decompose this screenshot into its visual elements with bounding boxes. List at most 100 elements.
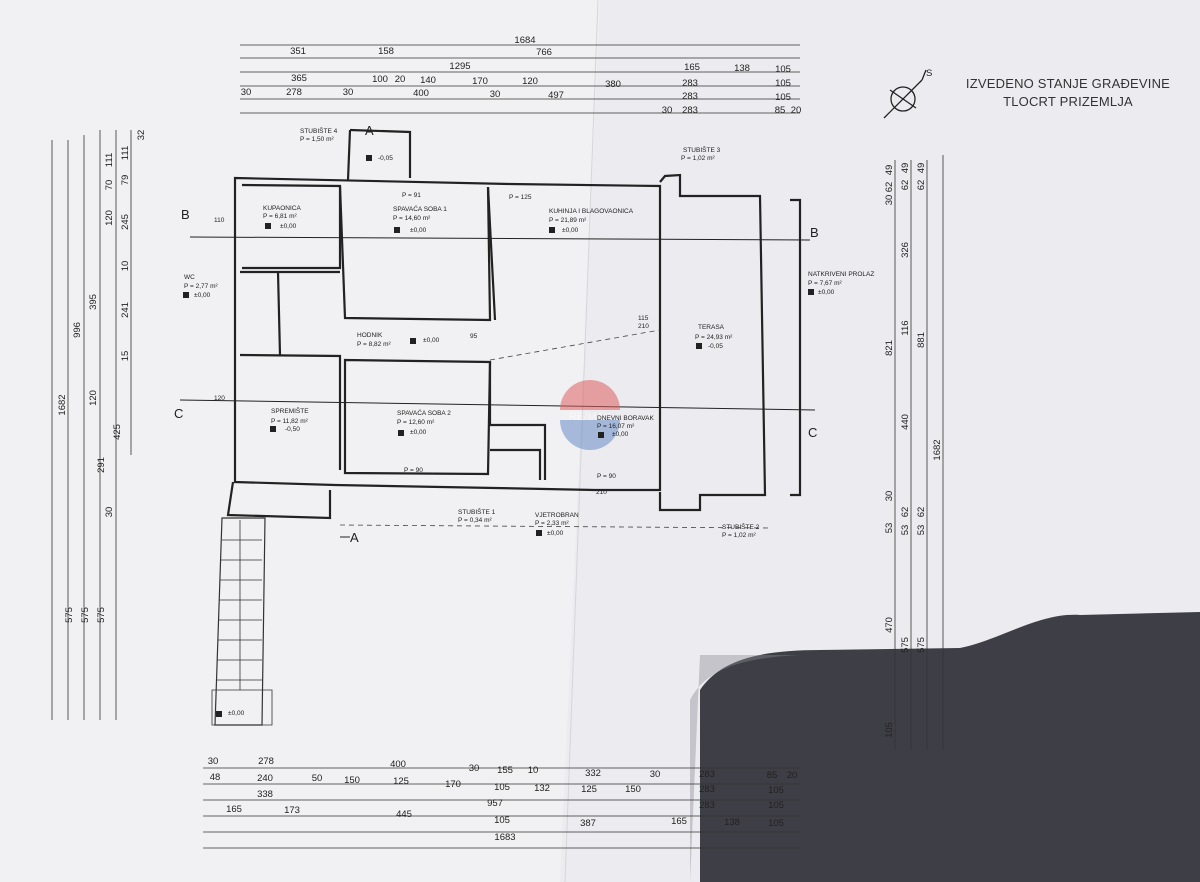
room-name: WC bbox=[184, 274, 195, 281]
dim-left: 575 bbox=[64, 607, 75, 623]
room-label: HODNIK P = 8,82 m² ±0,00 bbox=[357, 332, 440, 348]
dim-top: 365 bbox=[291, 73, 307, 84]
dim-bottom: 132 bbox=[534, 783, 550, 794]
dim-bottom: 30 bbox=[469, 763, 480, 774]
dim-right: 1682 bbox=[932, 439, 943, 460]
dim-left: 32 bbox=[136, 130, 147, 141]
section-label-c-left: C bbox=[174, 406, 183, 421]
dim-right: 881 bbox=[916, 332, 927, 348]
section-label-a-top: A bbox=[365, 123, 374, 138]
opening-label: P = 91 bbox=[402, 192, 421, 199]
dim-bottom: 155 bbox=[497, 765, 513, 776]
room-label: STUBIŠTE 4 P = 1,50 m² -0,05 bbox=[300, 126, 393, 162]
opening-label: P = 125 bbox=[509, 194, 532, 201]
watermark-text: RE/MAX bbox=[569, 411, 612, 423]
dim-bottom: 165 bbox=[671, 816, 687, 827]
dim-bottom: 105 bbox=[494, 815, 510, 826]
dim-right: 821 bbox=[884, 340, 895, 356]
dim-bottom: 283 bbox=[699, 800, 715, 811]
dim-left: 425 bbox=[112, 424, 123, 440]
dim-right: 30 bbox=[884, 491, 895, 502]
room-label: STUBIŠTE 1 P = 0,34 m² bbox=[458, 507, 496, 524]
dim-bottom: 105 bbox=[768, 818, 784, 829]
room-level: ±0,00 bbox=[280, 223, 297, 230]
dim-bottom: 20 bbox=[787, 770, 798, 781]
opening-label: P = 90 bbox=[404, 467, 423, 474]
room-area: P = 24,93 m² bbox=[695, 334, 733, 341]
section-label-c-right: C bbox=[808, 425, 817, 440]
dim-bottom: 105 bbox=[768, 785, 784, 796]
dim-bottom: 105 bbox=[768, 800, 784, 811]
room-level: ±0,00 bbox=[562, 227, 579, 234]
section-label-a-bottom: A bbox=[350, 530, 359, 545]
dim-bottom: 283 bbox=[699, 769, 715, 780]
room-name: VJETROBRAN bbox=[535, 512, 579, 519]
dim-bottom: 48 bbox=[210, 772, 221, 783]
dim-top: 30 bbox=[662, 105, 673, 116]
remax-watermark: RE/MAX bbox=[560, 380, 620, 450]
north-arrow-icon bbox=[883, 69, 927, 119]
shadow bbox=[700, 612, 1200, 882]
opening-label: 110 bbox=[214, 217, 225, 224]
dim-left: 111 bbox=[120, 146, 131, 160]
room-name: SPAVAĆA SOBA 2 bbox=[397, 408, 451, 417]
dim-top: 283 bbox=[682, 91, 698, 102]
dim-top: 105 bbox=[775, 92, 791, 103]
room-label: STUBIŠTE 2 P = 1,02 m² bbox=[722, 522, 760, 539]
dim-top: 170 bbox=[472, 76, 488, 87]
dim-left: 79 bbox=[120, 175, 131, 186]
dim-right: 62 bbox=[900, 180, 911, 191]
dim-top: 30 bbox=[241, 87, 252, 98]
dim-top: 380 bbox=[605, 79, 621, 90]
dim-right: 470 bbox=[884, 617, 895, 633]
bottom-dimension-texts: 30 278 400 30 155 10 332 30 283 85 20 48… bbox=[208, 756, 798, 843]
shadow-soft bbox=[690, 655, 800, 882]
dim-top: 158 bbox=[378, 46, 394, 57]
room-name: KUHINJA I BLAGOVAONICA bbox=[549, 208, 634, 215]
svg-text:S: S bbox=[926, 68, 932, 79]
room-label: TERASA P = 24,93 m² -0,05 bbox=[695, 324, 733, 350]
dim-right: 53 bbox=[900, 525, 911, 536]
opening-label: 210 bbox=[596, 489, 607, 496]
room-name: TERASA bbox=[698, 324, 725, 331]
dim-right: 53 bbox=[884, 523, 895, 534]
opening-label: 120 bbox=[214, 395, 225, 402]
dim-left: 575 bbox=[96, 607, 107, 623]
room-label: VJETROBRAN P = 2,33 m² ±0,00 bbox=[535, 512, 579, 537]
opening-label: P = 90 bbox=[597, 473, 616, 480]
room-level: -0,05 bbox=[708, 343, 723, 350]
dim-top: 278 bbox=[286, 87, 302, 98]
dim-bottom: 30 bbox=[208, 756, 219, 767]
dim-bottom: 278 bbox=[258, 756, 274, 767]
dim-bottom: 283 bbox=[699, 784, 715, 795]
dim-top: 283 bbox=[682, 78, 698, 89]
section-label-b-left: B bbox=[181, 207, 190, 222]
dim-bottom: 165 bbox=[226, 804, 242, 815]
title-line-1: IZVEDENO STANJE GRAĐEVINE bbox=[966, 76, 1170, 91]
room-name: HODNIK bbox=[357, 332, 383, 339]
room-area: P = 1,02 m² bbox=[681, 155, 715, 162]
room-level: ±0,00 bbox=[423, 337, 440, 344]
dim-bottom: 338 bbox=[257, 789, 273, 800]
dim-right: 575 bbox=[916, 637, 927, 653]
room-name: NATKRIVENI PROLAZ bbox=[808, 271, 874, 278]
dim-top: 100 bbox=[372, 74, 388, 85]
room-label: NATKRIVENI PROLAZ P = 7,67 m² ±0,00 bbox=[808, 271, 874, 296]
room-label: KUHINJA I BLAGOVAONICA P = 21,89 m² ±0,0… bbox=[549, 208, 634, 234]
room-label: SPAVAĆA SOBA 2 P = 12,60 m² ±0,00 bbox=[397, 408, 451, 436]
dim-bottom: 125 bbox=[581, 784, 597, 795]
dim-left: 996 bbox=[72, 322, 83, 338]
room-name: SPREMIŠTE bbox=[271, 406, 309, 415]
level-marker-icons bbox=[183, 155, 814, 717]
room-area: P = 21,89 m² bbox=[549, 217, 587, 224]
dim-top: 105 bbox=[775, 64, 791, 75]
bottom-dimension-lines bbox=[203, 767, 800, 849]
dim-right: 49 bbox=[900, 163, 911, 174]
room-area: P = 1,02 m² bbox=[722, 532, 756, 539]
dim-right: 49 bbox=[884, 165, 895, 176]
dim-top: 85 bbox=[775, 105, 786, 116]
room-name: STUBIŠTE 3 bbox=[683, 145, 721, 154]
dim-right: 62 bbox=[884, 182, 895, 193]
